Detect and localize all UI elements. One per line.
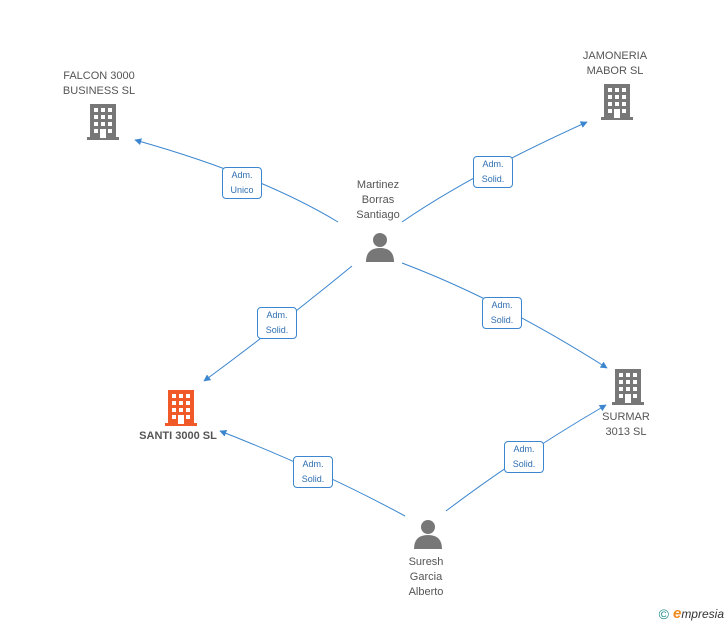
building-icon[interactable] [601, 84, 633, 120]
footer-branding: © empresia [659, 605, 724, 622]
edge-label-suresh-santi: Adm. Solid. [293, 456, 333, 488]
building-icon[interactable] [87, 104, 119, 140]
company-label-jamoneria[interactable]: JAMONERIA MABOR SL [582, 50, 648, 77]
building-icon-highlighted[interactable] [165, 390, 197, 426]
empresia-logo[interactable]: empresia [673, 605, 724, 622]
person-icon[interactable] [365, 232, 395, 262]
company-label-falcon[interactable]: FALCON 3000 BUSINESS SL [62, 70, 136, 97]
brand-initial: e [672, 605, 682, 622]
person-icon[interactable] [413, 519, 443, 549]
copyright-symbol: © [658, 605, 669, 622]
company-label-surmar[interactable]: SURMAR 3013 SL [602, 411, 650, 438]
person-label-martinez[interactable]: Martinez Borras Santiago [356, 179, 400, 221]
edge-label-martinez-surmar: Adm. Solid. [482, 297, 522, 329]
edge-label-suresh-surmar: Adm. Solid. [504, 441, 544, 473]
company-label-santi[interactable]: SANTI 3000 SL [139, 430, 217, 442]
brand-rest: mpresia [681, 607, 724, 621]
edge-label-martinez-falcon: Adm. Unico [222, 167, 262, 199]
edge-label-martinez-santi: Adm. Solid. [257, 307, 297, 339]
edge-label-martinez-jamoneria: Adm. Solid. [473, 156, 513, 188]
building-icon[interactable] [612, 369, 644, 405]
person-label-suresh[interactable]: Suresh Garcia Alberto [408, 556, 444, 598]
